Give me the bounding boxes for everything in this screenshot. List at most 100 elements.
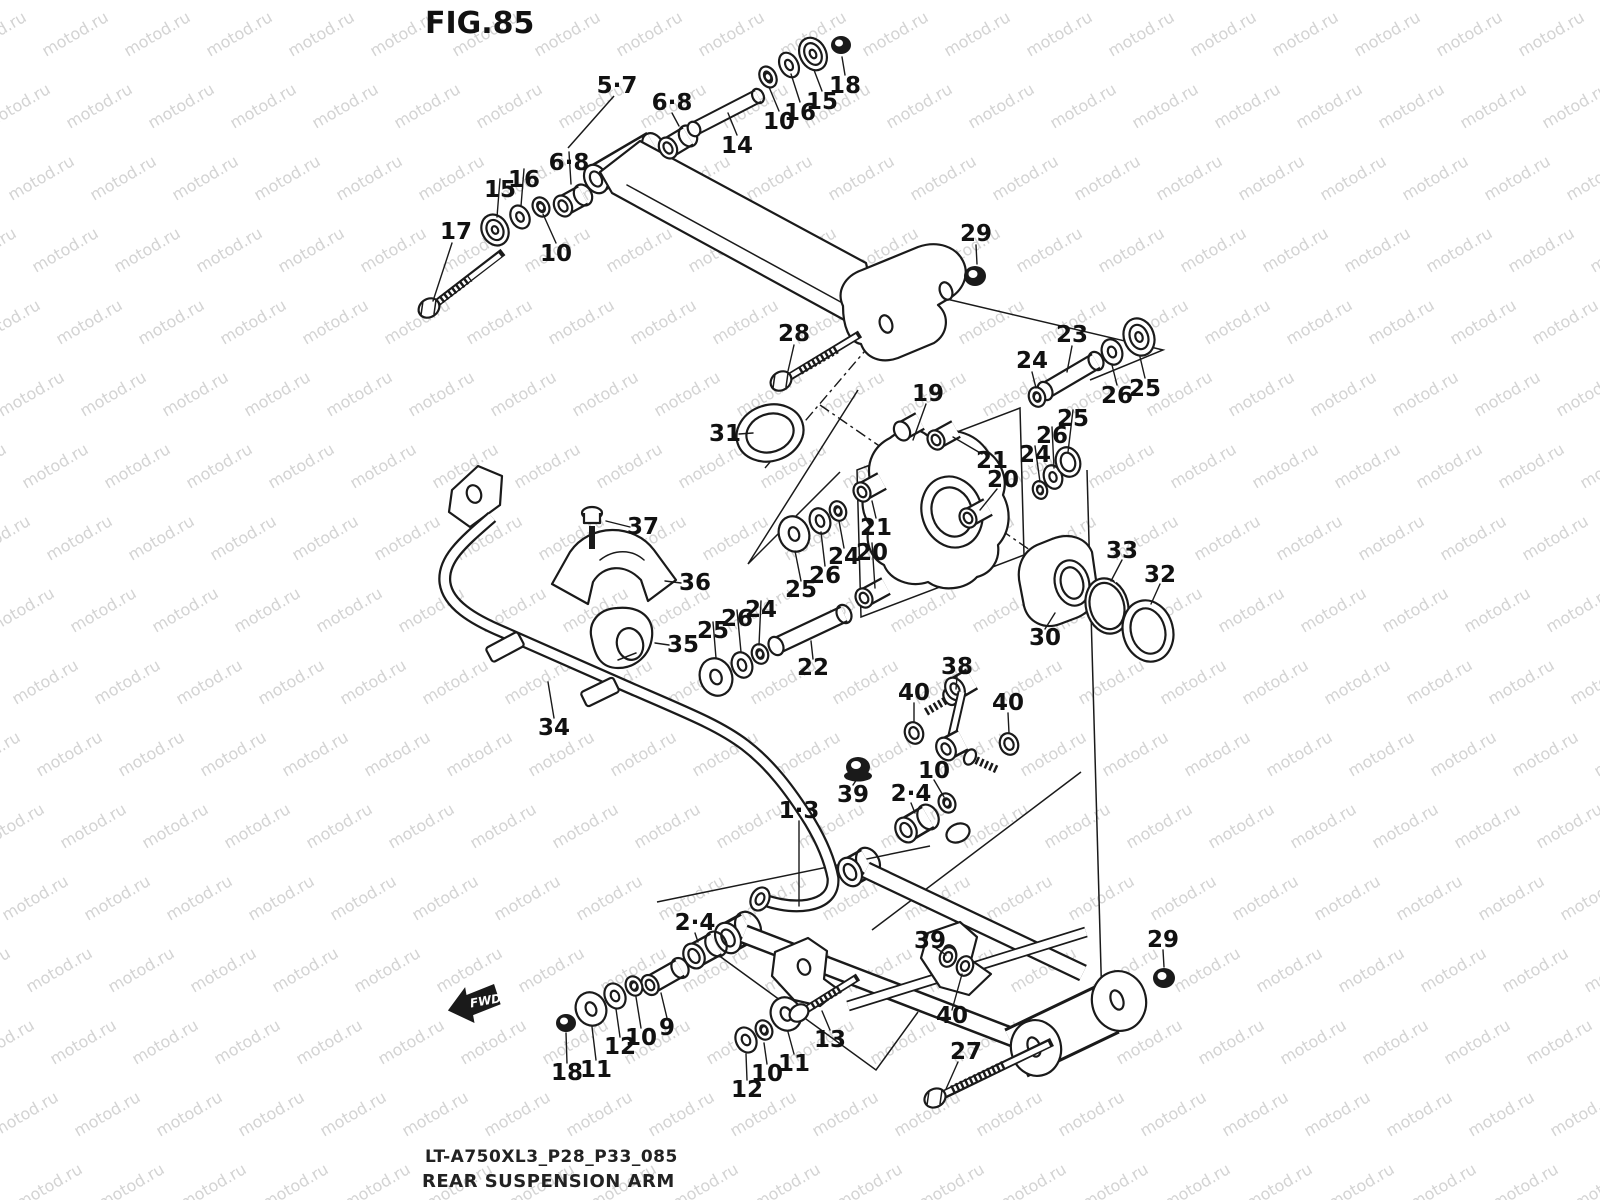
watermark-text: motod.ru xyxy=(645,1087,718,1140)
part-label-25: 25 xyxy=(1129,376,1161,402)
diagram-stroke xyxy=(1038,487,1042,493)
diagram-stroke xyxy=(662,141,674,155)
diagram-stroke xyxy=(709,668,723,686)
watermark-text: motod.ru xyxy=(375,1015,448,1068)
watermark-text: motod.ru xyxy=(1325,1159,1398,1200)
diagram-stroke xyxy=(1128,323,1150,351)
label-leader-line xyxy=(1051,426,1055,469)
watermark-text: motod.ru xyxy=(1297,583,1370,636)
diagram-stroke xyxy=(615,627,645,661)
watermark-text: motod.ru xyxy=(187,943,260,996)
watermark-text: motod.ru xyxy=(1129,79,1202,132)
diagram-stroke xyxy=(698,657,734,697)
watermark-text: motod.ru xyxy=(1187,7,1260,60)
watermark-text: motod.ru xyxy=(1451,799,1524,852)
watermark-text: motod.ru xyxy=(227,79,300,132)
watermark-text: motod.ru xyxy=(989,151,1062,204)
label-leader-line xyxy=(790,73,801,103)
watermark-text: motod.ru xyxy=(81,871,154,924)
diagram-stroke xyxy=(998,732,1020,756)
part-label-26: 26 xyxy=(1101,383,1133,409)
watermark-text: motod.ru xyxy=(1423,223,1496,276)
part-label-37: 37 xyxy=(627,514,659,540)
part-label-27: 27 xyxy=(950,1039,982,1065)
watermark-text: motod.ru xyxy=(323,367,396,420)
watermark-text: motod.ru xyxy=(1321,655,1394,708)
watermark-text: motod.ru xyxy=(231,583,304,636)
diagram-stroke xyxy=(892,420,912,442)
stabilizer-link-group xyxy=(903,668,1020,774)
watermark-text: motod.ru xyxy=(631,799,704,852)
watermark-text: motod.ru xyxy=(1553,367,1600,420)
watermark-text: motod.ru xyxy=(327,871,400,924)
watermark-text: motod.ru xyxy=(91,655,164,708)
watermark-text: motod.ru xyxy=(337,655,410,708)
watermark-text: motod.ru xyxy=(1201,295,1274,348)
watermark-text: motod.ru xyxy=(1283,295,1356,348)
watermark-text: motod.ru xyxy=(0,583,58,636)
watermark-text: motod.ru xyxy=(87,151,160,204)
label-leader-line xyxy=(821,1010,831,1031)
watermark-text: motod.ru xyxy=(371,511,444,564)
watermark-text: motod.ru xyxy=(1481,151,1554,204)
watermark-text: motod.ru xyxy=(405,367,478,420)
part-label-23: 23 xyxy=(1056,322,1088,348)
diagram-stroke xyxy=(945,800,949,806)
watermark-text: motod.ru xyxy=(1345,727,1418,780)
watermark-text: motod.ru xyxy=(1293,79,1366,132)
watermark-text: motod.ru xyxy=(299,295,372,348)
knuckle-assembly xyxy=(852,406,1025,619)
watermark-text: motod.ru xyxy=(53,295,126,348)
diagram-stroke xyxy=(730,651,754,679)
diagram-stroke xyxy=(1088,581,1126,631)
diagram-stroke xyxy=(580,676,620,708)
watermark-text: motod.ru xyxy=(1147,871,1220,924)
watermark-text: motod.ru xyxy=(1177,223,1250,276)
leader-wedge-line xyxy=(937,296,1166,381)
watermark-text: motod.ru xyxy=(1359,1015,1432,1068)
diagram-stroke xyxy=(945,822,971,844)
part-label-24: 24 xyxy=(1019,442,1051,468)
diagram-stroke xyxy=(842,862,858,882)
watermark-text: motod.ru xyxy=(1499,943,1572,996)
watermark-text: motod.ru xyxy=(1307,367,1380,420)
watermark-text: motod.ru xyxy=(19,439,92,492)
watermark-text: motod.ru xyxy=(1571,1159,1600,1200)
watermark-text: motod.ru xyxy=(183,439,256,492)
part-label-40: 40 xyxy=(936,1003,968,1029)
part-label-16: 16 xyxy=(508,167,540,193)
watermark-text: motod.ru xyxy=(973,1087,1046,1140)
watermark-text: motod.ru xyxy=(135,295,208,348)
watermark-text: motod.ru xyxy=(57,799,130,852)
label-leader-line xyxy=(520,168,525,207)
part-label-38: 38 xyxy=(941,654,973,680)
watermark-text: motod.ru xyxy=(867,1015,940,1068)
diagram-stroke xyxy=(762,1027,766,1033)
diagram-stroke xyxy=(938,946,958,968)
diagram-stroke xyxy=(734,1026,758,1054)
label-leader-line xyxy=(694,932,699,943)
diagram-stroke xyxy=(935,736,957,762)
watermark-text: motod.ru xyxy=(125,511,198,564)
bolt-13 xyxy=(788,973,861,1023)
watermark-text: motod.ru xyxy=(531,7,604,60)
watermark-text: motod.ru xyxy=(1085,439,1158,492)
bolt-17 xyxy=(417,248,506,319)
stabilizer-bar-group xyxy=(438,464,840,913)
diagram-stroke xyxy=(863,863,1086,980)
part-label-39: 39 xyxy=(914,928,946,954)
label-leader-line xyxy=(1066,345,1073,373)
diagram-stroke xyxy=(835,39,843,47)
part-label-28: 28 xyxy=(778,321,810,347)
watermark-text: motod.ru xyxy=(1417,943,1490,996)
watermark-text: motod.ru xyxy=(1547,1087,1600,1140)
upper-arm-hardware xyxy=(417,36,986,463)
watermark-text: motod.ru xyxy=(1215,583,1288,636)
watermark-text: motod.ru xyxy=(1437,511,1510,564)
diagram-stroke xyxy=(856,485,868,499)
diagram-stroke xyxy=(626,184,849,307)
diagram-stroke xyxy=(878,314,894,334)
watermark-text: motod.ru xyxy=(47,1015,120,1068)
watermark-text: motod.ru xyxy=(293,1015,366,1068)
watermark-text: motod.ru xyxy=(457,1015,530,1068)
